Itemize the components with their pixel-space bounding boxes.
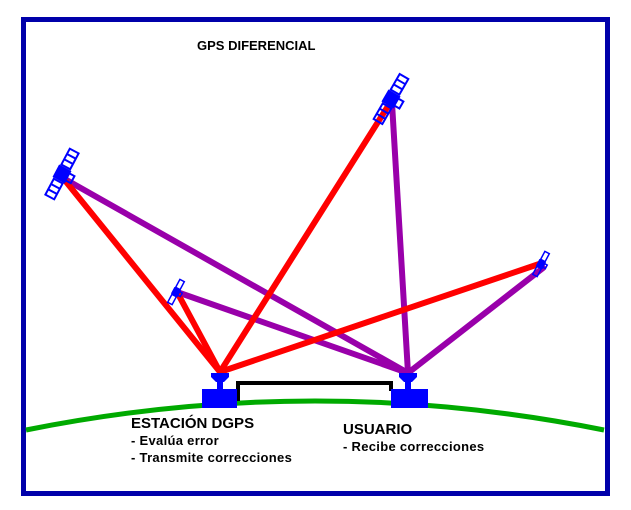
station-title: ESTACIÓN DGPS (131, 415, 255, 432)
user-line-sat3 (389, 100, 411, 376)
station-line-sat2 (174, 289, 223, 375)
user-line-sat1 (60, 175, 411, 376)
station-item: - Transmite correcciones (131, 450, 293, 465)
satellite-icon (44, 147, 80, 201)
station-label: ESTACIÓN DGPS - Evalúa error - Transmite… (131, 415, 292, 466)
diagram-title: GPS DIFERENCIAL (197, 38, 316, 53)
user-line-sat2 (174, 289, 411, 376)
station-line-sat3 (217, 100, 393, 375)
earth-surface (25, 398, 605, 433)
satellite-icon (166, 278, 186, 306)
user-line-sat4 (405, 265, 546, 376)
user-receiver-icon (391, 373, 428, 408)
user-title: USUARIO (343, 421, 413, 438)
station-signal-lines (60, 100, 545, 375)
user-item: - Recibe correcciones (343, 439, 485, 454)
satellite-icon (372, 72, 410, 126)
user-label: USUARIO - Recibe correcciones (343, 421, 484, 455)
correction-link (236, 381, 393, 401)
frame-border (21, 17, 610, 496)
station-antenna-icon (202, 373, 237, 408)
station-line-sat1 (60, 175, 223, 375)
station-item: - Evalúa error (131, 433, 220, 448)
user-signal-lines (60, 100, 546, 376)
station-line-sat4 (217, 260, 545, 375)
satellite-icon (531, 250, 551, 278)
